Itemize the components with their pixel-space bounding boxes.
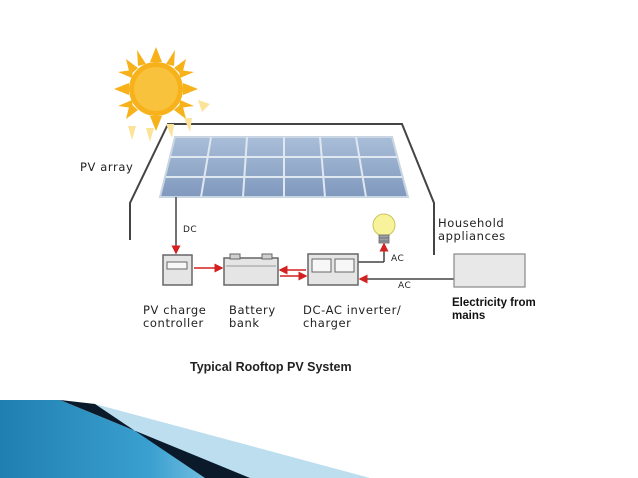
mains-label: Electricity from mains: [452, 297, 536, 323]
battery-bank-label: Battery bank: [229, 303, 276, 331]
ac-output-label: AC: [391, 254, 405, 264]
sun-icon: [114, 47, 210, 142]
house-wall-left: [129, 217, 435, 255]
inverter-box: [307, 253, 359, 286]
house-outline: [129, 123, 435, 217]
mains-box: [453, 253, 526, 288]
inverter-label: DC-AC inverter/ charger: [303, 303, 402, 331]
battery-bank-box: [223, 253, 279, 286]
diagram-caption: Typical Rooftop PV System: [190, 360, 352, 374]
light-bulb-icon: [372, 213, 396, 244]
pv-array-label: PV array: [80, 160, 134, 174]
charge-controller-label: PV charge controller: [143, 303, 207, 331]
charge-controller-box: [162, 254, 193, 286]
ac-mains-label: AC: [398, 281, 412, 291]
dc-label: DC: [183, 225, 198, 235]
solar-panel-icon: [158, 136, 410, 198]
household-appliances-label: Household appliances: [438, 216, 506, 244]
slide-accent: [0, 400, 370, 478]
